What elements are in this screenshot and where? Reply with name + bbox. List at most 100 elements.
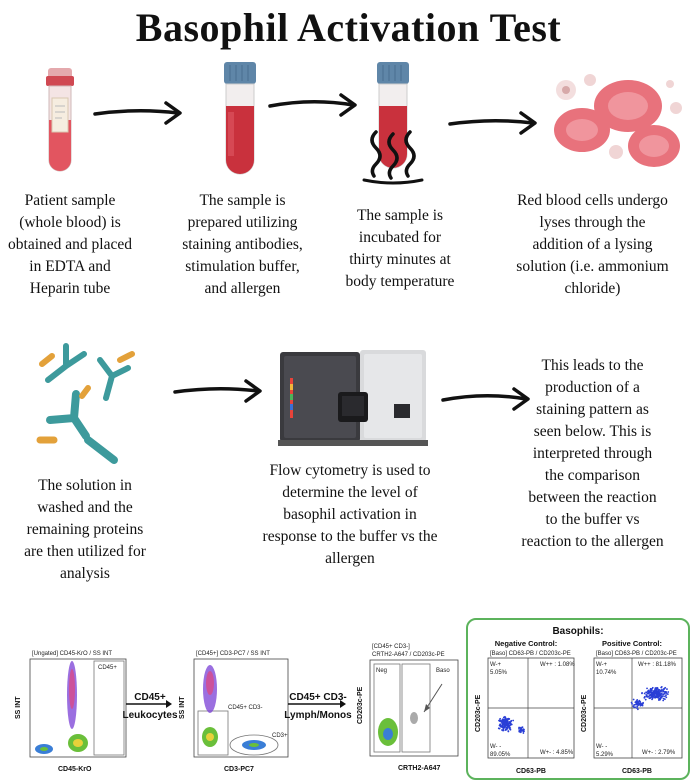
negative-control-title: Negative Control: [495, 639, 558, 648]
scatter-dot [658, 689, 661, 691]
scatter-dot [657, 690, 660, 692]
scatter-dot [503, 720, 506, 723]
scatter-dot [632, 698, 635, 701]
gating-plot-crth2: [CD45+ CD3-] CRTH2-A647 / CD203c-PE Neg … [357, 644, 459, 772]
scatter-dot [518, 730, 521, 733]
scatter-dot [638, 702, 641, 705]
scatter-dot [498, 719, 501, 722]
scatter-dot [665, 694, 667, 696]
scatter-dot [502, 722, 504, 724]
plot1-xlabel: CD45-KrO [58, 766, 92, 773]
scatter-dot [660, 686, 663, 689]
scatter-dot [662, 693, 665, 696]
plot3-ylabel: CD203c-PE [357, 686, 364, 724]
neg-q-ul-value: 5.05% [490, 670, 508, 676]
scatter-dot [637, 704, 640, 707]
step-staining-pattern-text: This leads to the production of a staini… [521, 357, 664, 550]
scatter-dot [506, 721, 509, 724]
scatter-dot [641, 692, 643, 695]
scatter-dot [653, 696, 656, 699]
neg-q-ul-label: W-+ [490, 662, 502, 668]
scatter-dot [666, 688, 668, 690]
scatter-dot [499, 717, 502, 720]
scatter-dot [655, 687, 657, 690]
pos-ylabel: CD203c-PE [581, 694, 588, 732]
scatter-dot [662, 699, 665, 702]
scatter-dot [665, 696, 668, 699]
scatter-dot [631, 703, 633, 705]
plot3-gate1-label: Neg [376, 668, 387, 674]
scatter-dot [510, 719, 513, 722]
scatter-dot [651, 687, 653, 690]
antibodies-icon [36, 343, 135, 464]
scatter-dot [505, 719, 508, 722]
scatter-dot [635, 707, 638, 709]
neg-ylabel: CD203c-PE [475, 694, 482, 732]
scatter-dot [649, 696, 652, 699]
scatter-dot [510, 723, 512, 725]
scatter-dot [660, 692, 663, 695]
plot3-header2: CRTH2-A647 / CD203c-PE [372, 652, 445, 658]
scatter-dot [501, 725, 504, 728]
scatter-dot [660, 695, 662, 698]
step-patient-sample-text: Patient sample (whole blood) is obtained… [8, 192, 132, 297]
scatter-dot [657, 694, 659, 697]
scatter-dot [512, 719, 515, 722]
arrow-icon [441, 387, 530, 411]
scatter-dot [504, 729, 507, 732]
scatter-dot [504, 716, 507, 719]
scatter-dot [648, 694, 651, 697]
scatter-dot [497, 727, 500, 730]
scatter-dot [503, 723, 506, 726]
scatter-dot [659, 698, 662, 701]
basophils-title: Basophils: [552, 626, 603, 637]
scatter-dot [505, 724, 507, 727]
pos-xlabel: CD63-PB [622, 768, 652, 775]
neg-q-lr: W+- : 4.85% [540, 750, 574, 756]
scatter-dot [651, 697, 654, 700]
plot2-gate2-label: CD3+ [272, 733, 288, 739]
scatter-dot [664, 695, 666, 698]
scatter-dot [645, 693, 648, 696]
step-incubation-text: The sample is incubated for thirty minut… [345, 207, 455, 290]
arrow-icon [173, 379, 262, 403]
scatter-dot [643, 695, 646, 698]
step-lysis-text: Red blood cells undergo lyses through th… [516, 192, 669, 297]
pos-q-ur: W++ : 81.18% [638, 662, 677, 668]
scatter-dot [643, 692, 646, 695]
scatter-dot [507, 730, 510, 732]
basophils-panel [466, 618, 690, 780]
scatter-dot [650, 691, 653, 694]
arrow-icon [448, 111, 537, 135]
scatter-dot [646, 687, 648, 690]
scatter-dot [662, 697, 665, 700]
flow-cytometer-icon [278, 350, 428, 446]
scatter-dot [502, 716, 505, 719]
scatter-dot [652, 693, 655, 695]
scatter-dot [664, 686, 667, 689]
page-title: Basophil Activation Test [135, 5, 562, 50]
scatter-dot [521, 726, 524, 729]
plot2-xlabel: CD3-PC7 [224, 766, 254, 773]
neg-xlabel: CD63-PB [516, 768, 546, 775]
gate1-label-line2: Leukocytes [122, 710, 177, 721]
scatter-dot [630, 701, 633, 704]
pos-q-ul-value: 10.74% [596, 670, 617, 676]
plot2-header: [CD45+] CD3-PC7 / SS INT [196, 651, 270, 657]
gate-arrow-lymph-monos: CD45+ CD3- Lymph/Monos [284, 692, 352, 721]
scatter-dot [641, 703, 643, 706]
scatter-dot [658, 691, 660, 694]
gating-plot-leukocytes: [Ungated] CD45-KrO / SS INT CD45+ CD45-K… [15, 651, 127, 773]
scatter-dot [645, 695, 648, 698]
scatter-dot [666, 693, 669, 695]
pos-q-ll-value: 5.29% [596, 752, 614, 758]
plot1-gate-label: CD45+ [98, 665, 117, 671]
scatter-dot [520, 727, 523, 730]
scatter-dot [508, 724, 511, 727]
neg-q-ll-value: 89.05% [490, 752, 511, 758]
scatter-dot [655, 689, 658, 692]
scatter-dot [503, 719, 506, 722]
scatter-dot [508, 727, 511, 730]
red-blood-cells-icon [554, 74, 682, 167]
pos-q-ul-label: W-+ [596, 662, 608, 668]
